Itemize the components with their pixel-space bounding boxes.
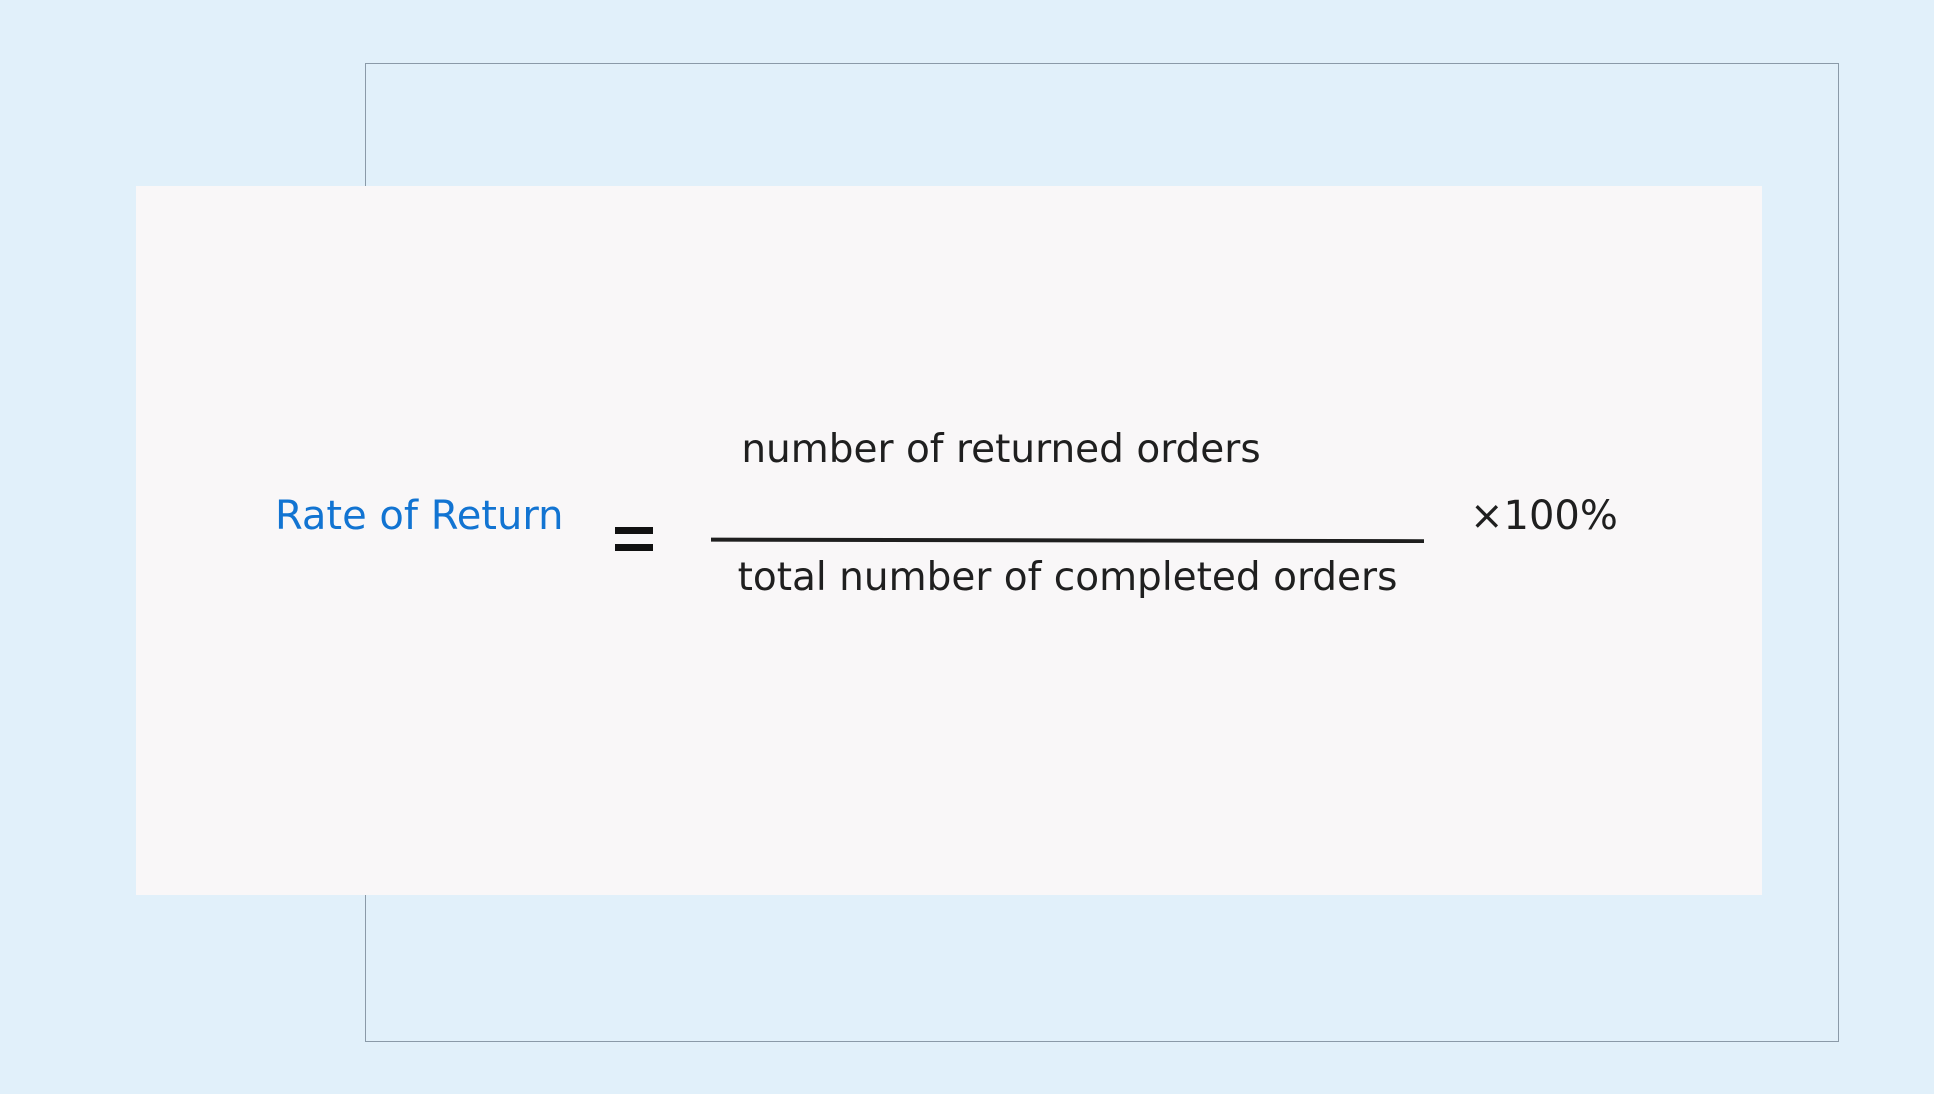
formula-lhs-label: Rate of Return — [275, 493, 564, 539]
equals-bar-bottom — [615, 544, 653, 551]
formula-numerator: number of returned orders — [741, 427, 1261, 472]
equals-sign — [615, 527, 653, 557]
formula-multiplier: ×100% — [1470, 493, 1618, 539]
formula-card: Rate of Return number of returned orders… — [136, 186, 1762, 895]
fraction-bar — [711, 537, 1424, 543]
equals-bar-top — [615, 527, 653, 534]
formula-denominator: total number of completed orders — [737, 555, 1398, 600]
